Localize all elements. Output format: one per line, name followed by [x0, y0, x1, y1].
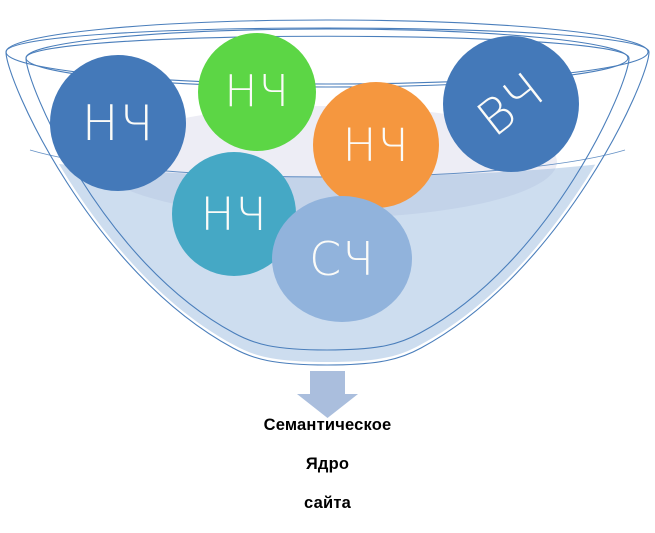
- funnel-outer-outline: [5, 27, 650, 366]
- low-frequency-keyword-bubble: НЧ: [198, 33, 316, 151]
- bubble-label: НЧ: [342, 118, 410, 172]
- diagram-canvas: НЧ НЧ ВЧ НЧ НЧ СЧ Семантическое Ядро сай…: [5, 19, 650, 512]
- caption-line-3: сайта: [304, 494, 351, 512]
- bubble-label: НЧ: [224, 66, 290, 117]
- funnel-inner-outline: [25, 35, 630, 351]
- low-frequency-keyword-bubble: НЧ: [50, 55, 186, 191]
- down-arrow-icon: [297, 371, 358, 418]
- bubble-label: НЧ: [81, 94, 155, 152]
- caption: Семантическое Ядро сайта: [0, 416, 655, 533]
- funnel-rim-inner: [25, 28, 629, 88]
- caption-line-1: Семантическое: [263, 416, 392, 434]
- low-frequency-keyword-bubble: НЧ: [313, 82, 439, 208]
- bubble-label: ВЧ: [466, 60, 556, 148]
- mid-frequency-keyword-bubble: СЧ: [272, 196, 412, 322]
- high-frequency-keyword-bubble: ВЧ: [443, 36, 579, 172]
- caption-line-2: Ядро: [305, 455, 350, 473]
- funnel-rim-outer: [5, 19, 649, 85]
- bubble-label: СЧ: [309, 232, 375, 286]
- low-frequency-keyword-bubble: НЧ: [172, 152, 296, 276]
- bubble-label: НЧ: [200, 187, 268, 241]
